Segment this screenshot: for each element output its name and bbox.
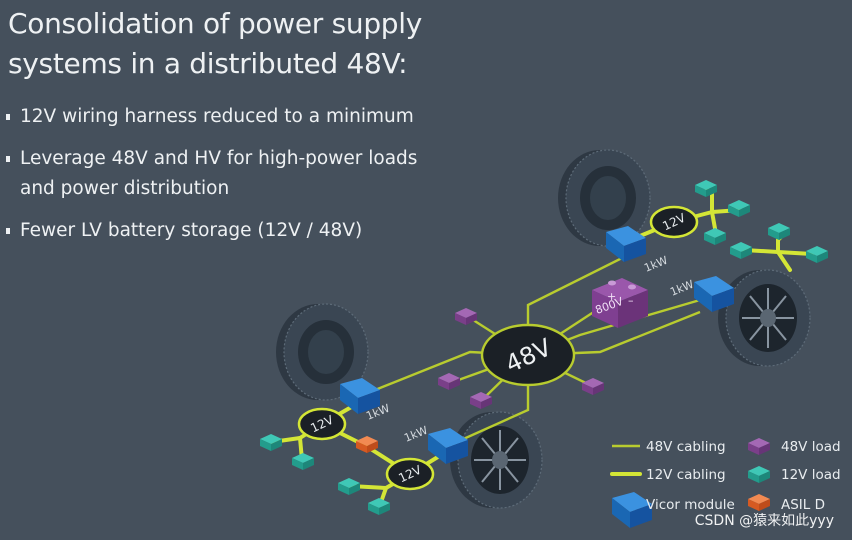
- bullet-list: 12V wiring harness reduced to a minimum …: [6, 102, 446, 258]
- legend-asil-d-icon: [748, 494, 770, 511]
- load-12v: [368, 498, 390, 515]
- load-12v: [338, 478, 360, 495]
- nodes-12v: 12V 12V 12V: [297, 205, 699, 491]
- load-12v: [768, 223, 790, 240]
- title-line-2: systems in a distributed 48V:: [8, 47, 408, 80]
- load-12v: [806, 246, 828, 263]
- load-12v: [260, 434, 282, 451]
- hub-48v: 48V: [480, 323, 576, 387]
- legend-48v-load: 48V load: [781, 439, 841, 455]
- wheel-front-right: [717, 269, 811, 367]
- watermark: CSDN @猿来如此yyy: [694, 513, 834, 529]
- module-power-label: 1kW: [642, 254, 669, 275]
- load-12v: [292, 453, 314, 470]
- load-12v: [704, 228, 726, 245]
- slide-title: Consolidation of power supply systems in…: [8, 4, 448, 84]
- vicor-module: [606, 226, 646, 262]
- title-line-1: Consolidation of power supply: [8, 7, 423, 40]
- load-12v: [728, 200, 750, 217]
- legend-12v-load: 12V load: [781, 467, 841, 483]
- legend-12v-load-icon: [748, 466, 770, 483]
- module-power-label: 1kW: [402, 424, 429, 445]
- load-48v: [582, 378, 604, 395]
- module-power-label: 1kW: [668, 278, 695, 299]
- load-48v: [455, 308, 477, 325]
- wheel-rear-right: [449, 411, 543, 509]
- bullet-item: Fewer LV battery storage (12V / 48V): [6, 216, 446, 246]
- battery-minus-sign: –: [628, 294, 634, 307]
- battery-plus-sign: +: [607, 290, 616, 303]
- legend: 48V cabling 48V load 12V cabling 12V loa…: [610, 438, 841, 528]
- legend-12v-cabling: 12V cabling: [646, 467, 726, 483]
- bullet-item: Leverage 48V and HV for high-power loads…: [6, 144, 446, 204]
- legend-asil-d: ASIL D: [781, 497, 825, 513]
- legend-vicor-module: Vicor module: [646, 497, 735, 513]
- legend-48v-cabling: 48V cabling: [646, 439, 726, 455]
- bullet-item: 12V wiring harness reduced to a minimum: [6, 102, 446, 132]
- load-12v: [730, 242, 752, 259]
- battery-800v: + – 800V: [592, 278, 648, 328]
- load-48v: [438, 373, 460, 390]
- legend-48v-load-icon: [748, 438, 770, 455]
